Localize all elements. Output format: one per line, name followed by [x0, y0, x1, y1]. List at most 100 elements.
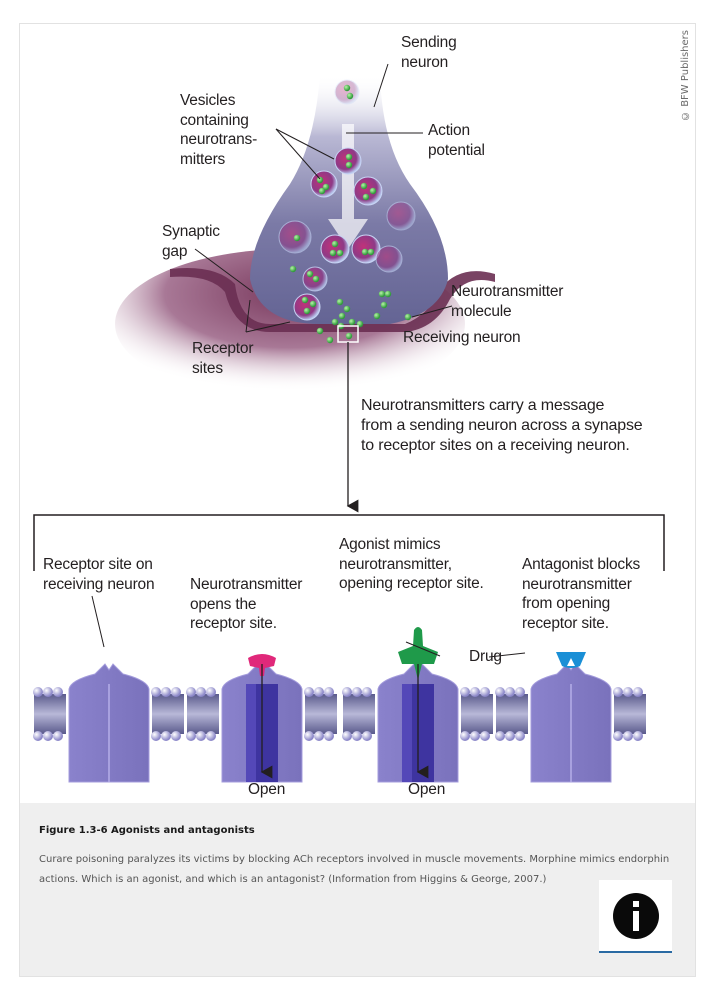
drug-leader-antagonist — [488, 652, 526, 658]
leader-lines — [194, 63, 453, 333]
phospholipid-head — [171, 687, 181, 697]
neurotransmitter-molecule — [362, 193, 370, 201]
neurotransmitter-molecule — [309, 300, 317, 308]
label-drug: Drug — [469, 648, 502, 665]
neurotransmitter-molecule — [326, 336, 334, 344]
phospholipid-head — [151, 731, 161, 741]
neurotransmitter-molecule — [361, 248, 369, 256]
panel-label-antagonist: Antagonist blocks neurotransmitter from … — [522, 556, 641, 632]
neurotransmitter-molecule — [306, 270, 314, 278]
phospholipid-head — [633, 687, 643, 697]
phospholipid-head — [352, 687, 362, 697]
neurotransmitter-molecule — [369, 187, 377, 195]
neurotransmitter-molecule — [293, 234, 301, 242]
phospholipid-head — [470, 731, 480, 741]
receptor-panels — [33, 627, 646, 783]
label-open-agonist: Open — [408, 781, 446, 798]
info-icon — [612, 892, 659, 939]
phospholipid-head — [613, 731, 623, 741]
phospholipid-head — [495, 731, 505, 741]
neurotransmitter-molecule — [378, 290, 386, 298]
phospholipid-head — [324, 687, 334, 697]
neurotransmitter-molecule — [345, 332, 353, 340]
phospholipid-head — [304, 687, 314, 697]
vesicle — [310, 170, 338, 198]
neurotransmitter-molecule — [346, 92, 354, 100]
neurotransmitter-molecule — [384, 290, 392, 298]
phospholipid-head — [206, 687, 216, 697]
drug-leader-agonist — [405, 641, 441, 657]
receptor-leader — [91, 595, 105, 648]
label-message: Neurotransmitters carry a message from a… — [361, 397, 643, 454]
phospholipid-head — [186, 687, 196, 697]
receptor-panel-4 — [495, 652, 646, 783]
neurotransmitter-molecule — [404, 313, 412, 321]
phospholipid-head — [613, 687, 623, 697]
neurotransmitter-molecule — [380, 301, 388, 309]
phospholipid-head — [480, 731, 490, 741]
neurotransmitter-molecule — [336, 298, 344, 306]
neurotransmitter-molecule — [343, 305, 351, 313]
phospholipid-head — [480, 687, 490, 697]
phospholipid-head — [151, 687, 161, 697]
neurotransmitter-molecule — [303, 307, 311, 315]
caption-text: Curare poisoning paralyzes its victims b… — [39, 854, 670, 885]
figure-card: Sending neuron Vesicles containing neuro… — [19, 23, 696, 977]
figure-caption: Figure 1.3-6 Agonists and antagonists Cu… — [20, 803, 695, 976]
caption-title: Figure 1.3-6 Agonists and antagonists — [39, 825, 255, 836]
vesicle — [320, 234, 350, 264]
vesicle — [353, 176, 383, 206]
phospholipid-head — [161, 687, 171, 697]
phospholipid-head — [352, 731, 362, 741]
phospholipid-head — [171, 731, 181, 741]
membrane-bilayer — [187, 694, 219, 734]
vesicle — [334, 79, 360, 105]
phospholipid-head — [495, 687, 505, 697]
phospholipid-head — [633, 731, 643, 741]
neurotransmitter-molecule — [348, 318, 356, 326]
membrane-bilayer — [305, 694, 337, 734]
phospholipid-head — [33, 687, 43, 697]
antagonist-notch — [567, 658, 575, 666]
label-receiving-neuron: Receiving neuron — [403, 329, 521, 346]
agonist-drug — [398, 627, 438, 680]
panel-bracket — [33, 514, 665, 571]
membrane-bilayer — [614, 694, 646, 734]
receptor-panel-3 — [342, 627, 493, 783]
label-sending-neuron: Sending neuron — [401, 34, 457, 71]
receptor-panel-2 — [186, 654, 337, 783]
phospholipid-head — [460, 731, 470, 741]
neurotransmitter-molecule — [373, 312, 381, 320]
phospholipid-head — [206, 731, 216, 741]
phospholipid-head — [362, 687, 372, 697]
label-vesicles: Vesicles containing neurotrans- mitters — [180, 92, 258, 168]
phospholipid-head — [186, 731, 196, 741]
receptor-channel-shade — [402, 684, 412, 782]
phospholipid-head — [33, 731, 43, 741]
phospholipid-head — [342, 687, 352, 697]
phospholipid-head — [43, 687, 53, 697]
phospholipid-head — [53, 731, 63, 741]
neurotransmitter-molecules — [289, 84, 412, 344]
vesicle — [293, 293, 321, 321]
membrane-bilayer — [343, 694, 375, 734]
neurotransmitter-molecule — [367, 248, 375, 256]
synapse-figure: Sending neuron Vesicles containing neuro… — [20, 24, 695, 803]
synapse-illustration — [33, 63, 665, 783]
info-button[interactable] — [599, 880, 672, 953]
phospholipid-head — [53, 687, 63, 697]
phospholipid-head — [505, 731, 515, 741]
phospholipid-head — [623, 687, 633, 697]
phospholipid-head — [515, 687, 525, 697]
neurotransmitter-molecule — [318, 187, 326, 195]
phospholipid-head — [623, 731, 633, 741]
phospholipid-head — [196, 731, 206, 741]
label-action-potential: Action potential — [428, 122, 485, 159]
neurotransmitter-molecule — [343, 84, 351, 92]
neurotransmitter-molecule — [331, 240, 339, 248]
panel-label-neurotransmitter: Neurotransmitter opens the receptor site… — [190, 576, 303, 632]
vesicles — [278, 79, 416, 321]
neurotransmitter-molecule — [345, 153, 353, 161]
action-potential-arrow — [328, 124, 368, 249]
neurotransmitter-molecule — [312, 275, 320, 283]
